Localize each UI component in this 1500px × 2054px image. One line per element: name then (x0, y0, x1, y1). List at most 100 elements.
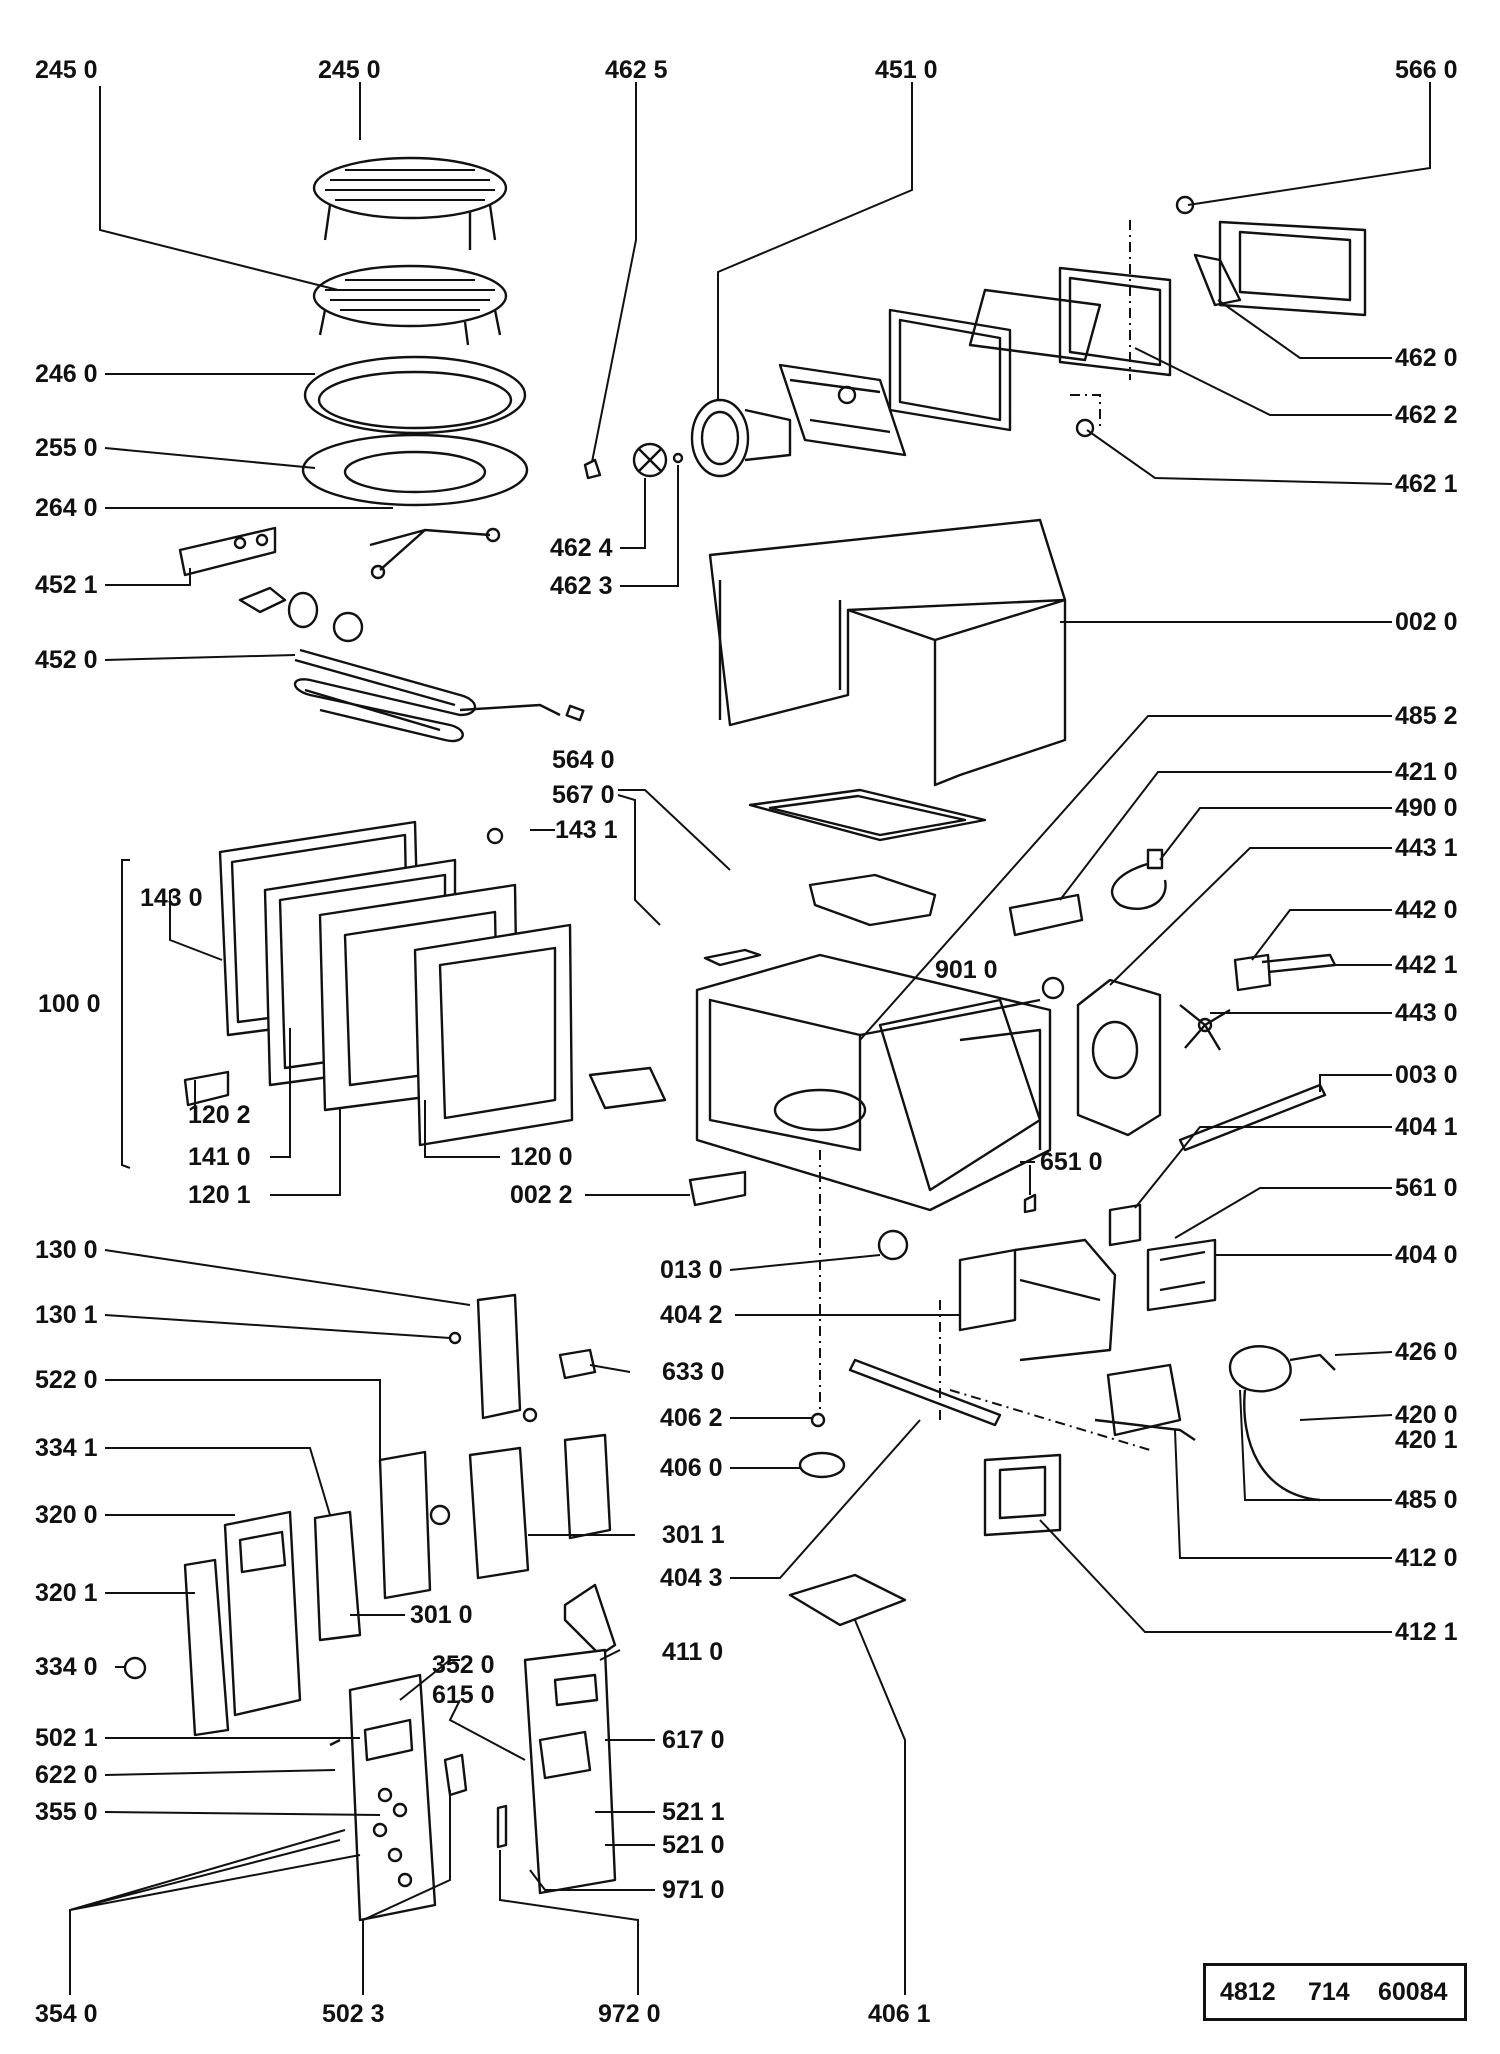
small-bracket (703, 948, 762, 967)
waveguide-ring (690, 398, 792, 478)
clip (1023, 1193, 1037, 1214)
label-442-1: 442 1 (1395, 951, 1458, 979)
keypad-334-1 (313, 1510, 362, 1642)
label-411-0: 411 0 (662, 1638, 723, 1666)
lower-grill-rack (312, 264, 508, 346)
label-264-0: 264 0 (35, 494, 98, 522)
label-404-2: 404 2 (660, 1301, 723, 1329)
assembly-guides (819, 1150, 1151, 1451)
cooling-fan (1179, 1004, 1231, 1051)
label-443-0: 443 0 (1395, 999, 1458, 1027)
hinge-plate (688, 1170, 747, 1207)
label-462-0: 462 0 (1395, 344, 1458, 372)
label-320-1: 320 1 (35, 1579, 98, 1607)
fuse-holder (1108, 1203, 1142, 1247)
fascia-320-1 (123, 1558, 230, 1737)
part-labels: 245 0 245 0 462 5 451 0 566 0 246 0 255 … (35, 56, 1458, 2028)
label-406-0: 406 0 (660, 1454, 723, 1482)
assembly-arrow (563, 1583, 617, 1657)
label-404-3: 404 3 (660, 1564, 723, 1592)
leader-lines (69, 82, 1431, 1995)
label-245-0-b: 245 0 (318, 56, 381, 84)
label-462-1: 462 1 (1395, 470, 1458, 498)
cavity-foot (877, 1229, 909, 1261)
label-490-0: 490 0 (1395, 794, 1458, 822)
power-pcb-411 (523, 1648, 617, 1895)
capacitor (1008, 893, 1084, 937)
label-420-0: 420 0 (1395, 1401, 1458, 1429)
label-462-2: 462 2 (1395, 401, 1458, 429)
grill-housing (888, 195, 1367, 438)
label-485-0: 485 0 (1395, 1486, 1458, 1514)
label-561-0: 561 0 (1395, 1174, 1458, 1202)
oven-cavity (695, 953, 1052, 1212)
label-502-1: 502 1 (35, 1724, 98, 1752)
label-002-0: 002 0 (1395, 608, 1458, 636)
label-651-0: 651 0 (1040, 1148, 1103, 1176)
control-panel-frame-320-0 (223, 1510, 302, 1717)
label-141-0: 141 0 (188, 1143, 251, 1171)
keyboard-panel-522 (378, 1450, 451, 1600)
reference-code-part3: 60084 (1378, 1978, 1448, 2006)
label-443-1: 443 1 (1395, 834, 1458, 862)
label-633-0: 633 0 (662, 1358, 725, 1386)
door-hinge (588, 1066, 667, 1110)
main-pcb-502 (348, 1673, 437, 1922)
thermal-fuse (1041, 976, 1065, 1000)
magnetron-fan-parts (583, 442, 684, 480)
hv-diode-assembly (1094, 1363, 1196, 1441)
fan-shroud (1076, 978, 1162, 1137)
label-120-0: 120 0 (510, 1143, 573, 1171)
label-564-0: 564 0 (552, 746, 615, 774)
label-442-0: 442 0 (1395, 896, 1458, 924)
label-421-0: 421 0 (1395, 758, 1458, 786)
label-120-2: 120 2 (188, 1101, 251, 1129)
label-334-1: 334 1 (35, 1434, 98, 1462)
label-522-0: 522 0 (35, 1366, 98, 1394)
label-352-0: 352 0 (432, 1651, 495, 1679)
base-shield (983, 1453, 1062, 1537)
bottom-cover-plate (788, 1573, 907, 1627)
label-622-0: 622 0 (35, 1761, 98, 1789)
air-guide-rail (1178, 1083, 1327, 1152)
label-452-0: 452 0 (35, 646, 98, 674)
label-451-0: 451 0 (875, 56, 938, 84)
label-355-0: 355 0 (35, 1798, 98, 1826)
label-100-0: 100 0 (38, 990, 101, 1018)
label-143-1: 143 1 (555, 816, 618, 844)
label-404-0: 404 0 (1395, 1241, 1458, 1269)
label-334-0: 334 0 (35, 1653, 98, 1681)
label-002-2: 002 2 (510, 1181, 573, 1209)
rotary-switch (443, 1753, 468, 1797)
screw-622 (329, 1738, 341, 1747)
label-245-0-a: 245 0 (35, 56, 98, 84)
label-452-1: 452 1 (35, 571, 98, 599)
label-971-0: 971 0 (662, 1876, 725, 1904)
reference-code-box: 4812 714 60084 (1203, 1963, 1467, 2021)
label-143-0: 143 0 (140, 884, 203, 912)
label-462-5: 462 5 (605, 56, 668, 84)
label-901-0: 901 0 (935, 956, 998, 984)
drive-motor (798, 1412, 846, 1479)
label-502-3: 502 3 (322, 2000, 385, 2028)
label-567-0: 567 0 (552, 781, 615, 809)
label-013-0: 013 0 (660, 1256, 723, 1284)
label-412-1: 412 1 (1395, 1618, 1458, 1646)
upper-grill-rack (312, 156, 508, 250)
grill-connector-parts (238, 586, 319, 629)
label-404-1: 404 1 (1395, 1113, 1458, 1141)
label-003-0: 003 0 (1395, 1061, 1458, 1089)
label-120-1: 120 1 (188, 1181, 251, 1209)
label-130-1: 130 1 (35, 1301, 98, 1329)
label-246-0: 246 0 (35, 360, 98, 388)
outer-casing (708, 518, 1067, 787)
label-566-0: 566 0 (1395, 56, 1458, 84)
label-412-0: 412 0 (1395, 1544, 1458, 1572)
reference-code-part1: 4812 (1220, 1978, 1276, 2006)
waveguide-channel (778, 363, 907, 457)
label-406-2: 406 2 (660, 1404, 723, 1432)
label-301-0: 301 0 (410, 1601, 473, 1629)
label-426-0: 426 0 (1395, 1338, 1458, 1366)
lamp-cover (808, 873, 937, 927)
